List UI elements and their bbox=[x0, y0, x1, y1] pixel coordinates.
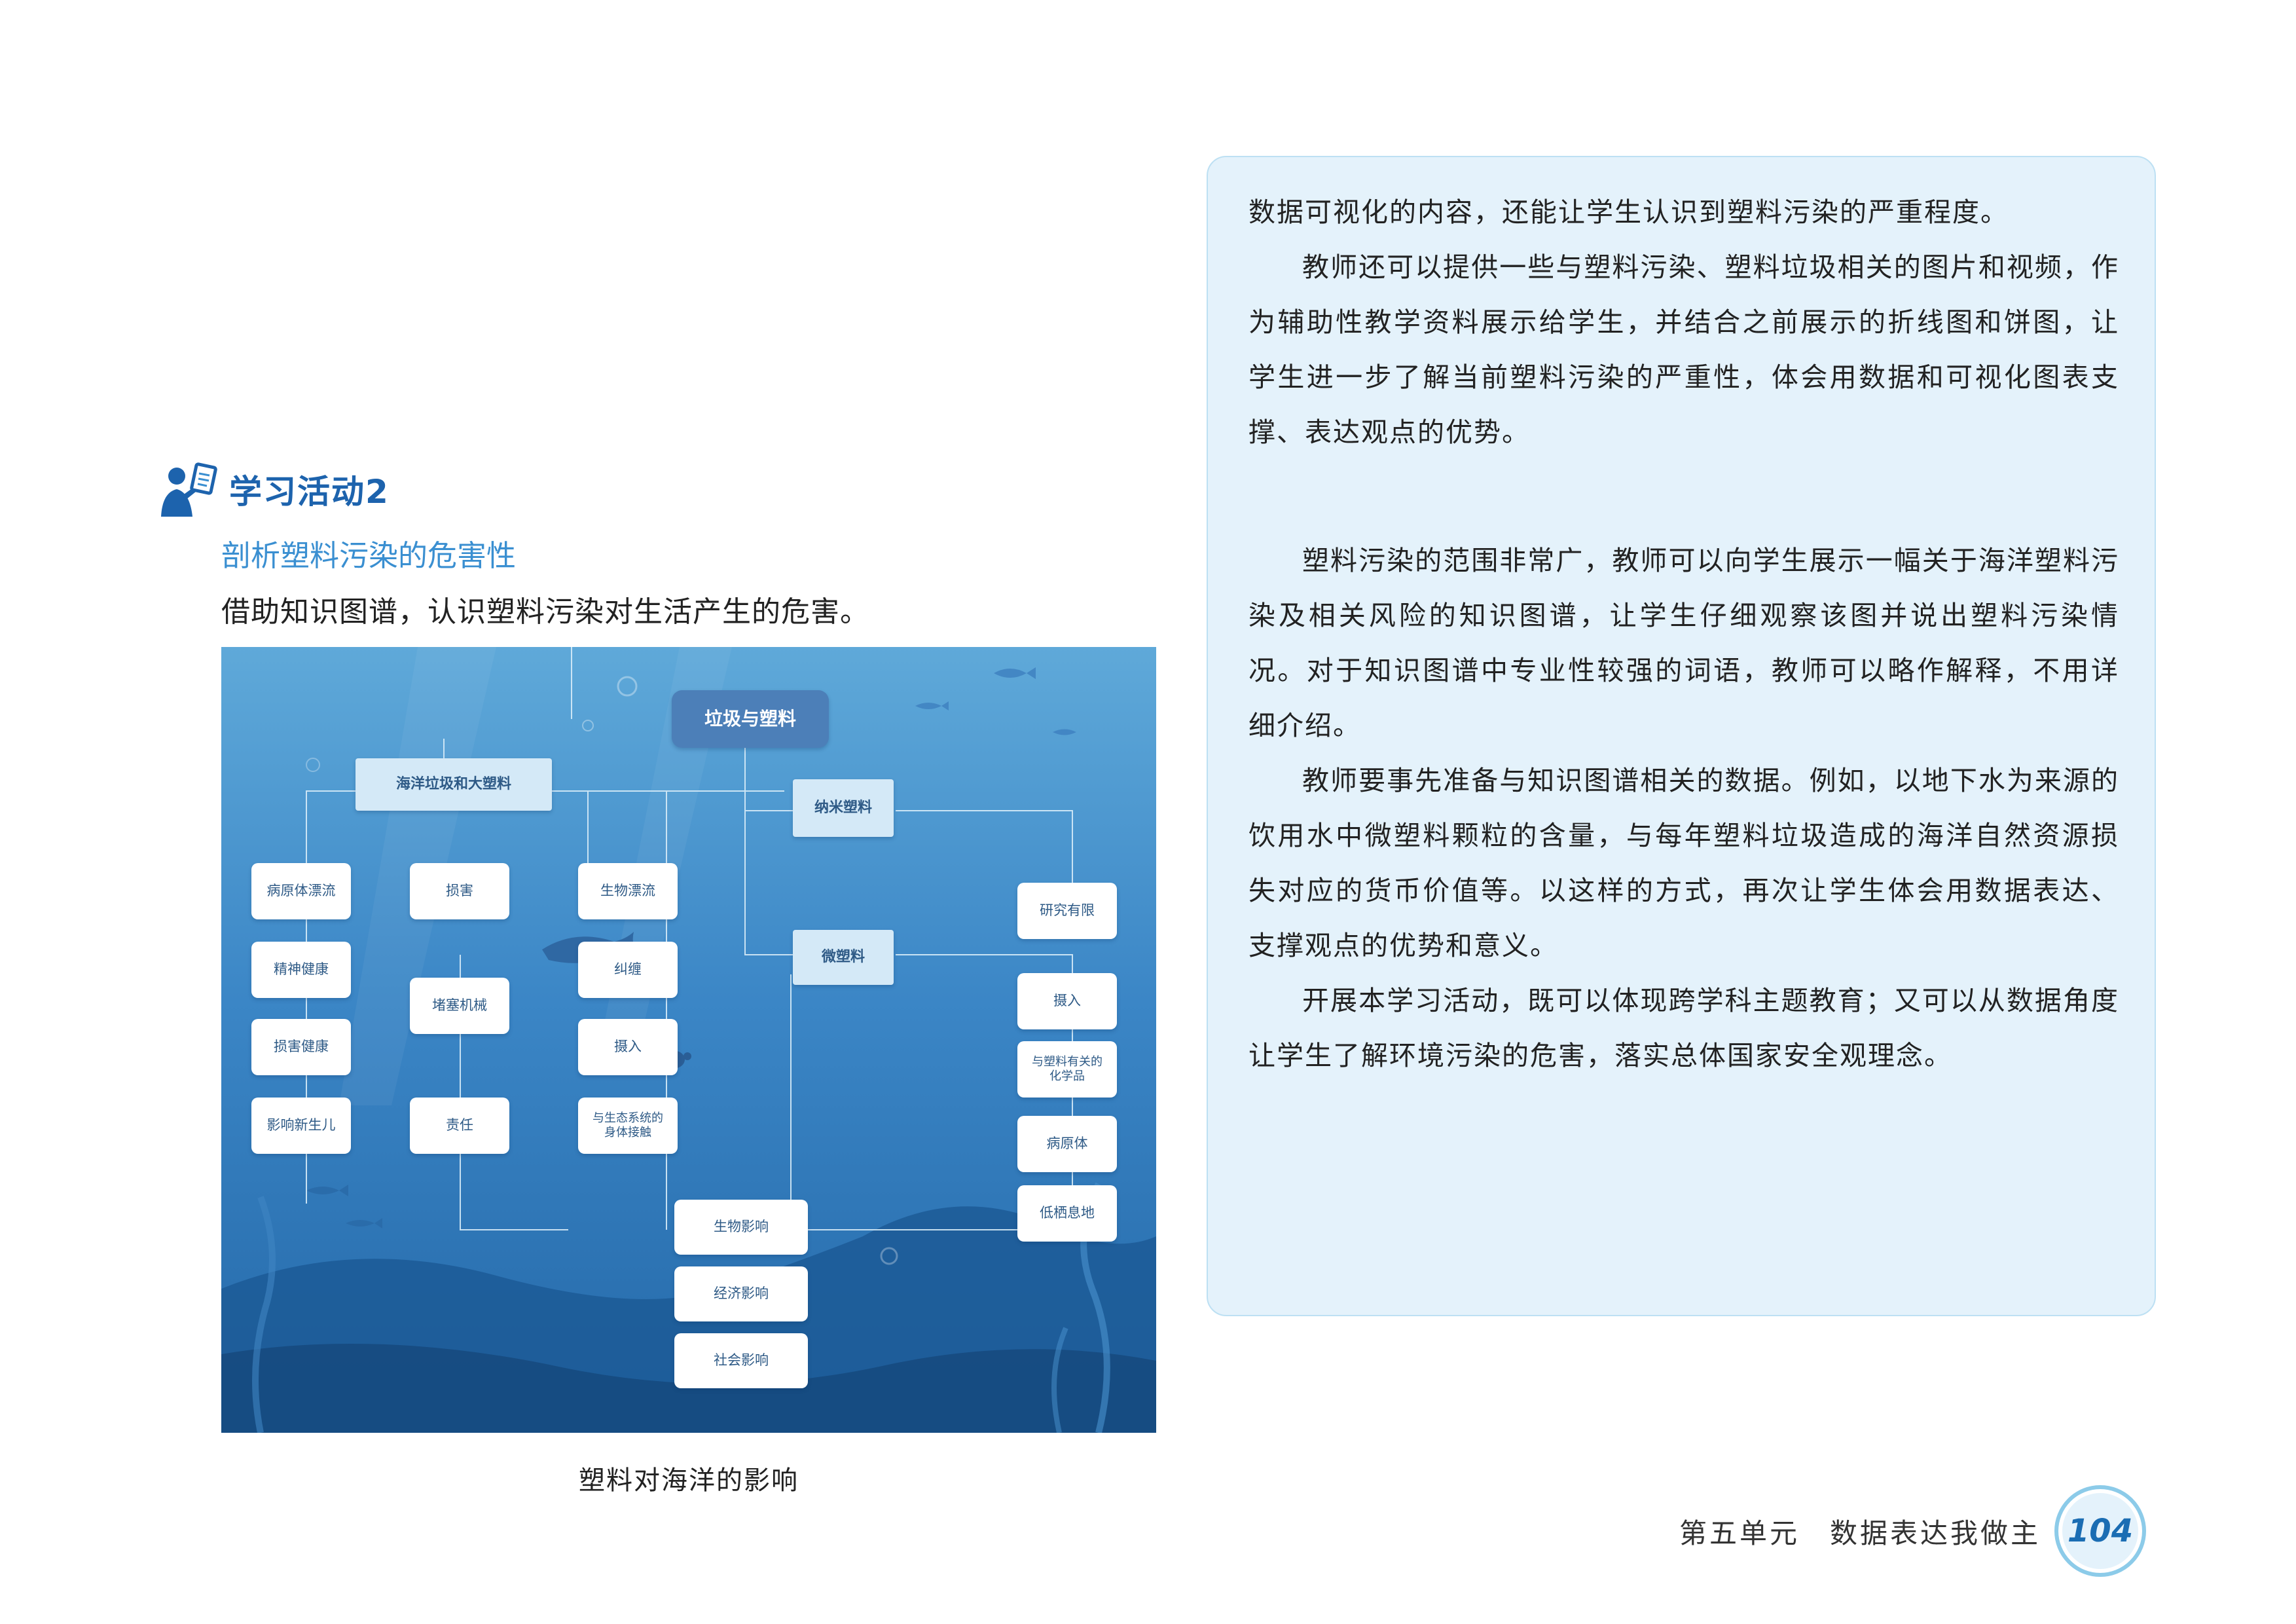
activity-header: 学习活动2 bbox=[156, 453, 390, 525]
figure-caption: 塑料对海洋的影响 bbox=[579, 1466, 799, 1496]
node-entanglement: 纠缠 bbox=[578, 942, 678, 998]
node-bio-impact: 生物影响 bbox=[674, 1200, 808, 1255]
paragraph-gap bbox=[1248, 460, 2119, 533]
activity-subtitle: 剖析塑料污染的危害性 bbox=[221, 538, 517, 573]
knowledge-map-figure: 垃圾与塑料 海洋垃圾和大塑料 纳米塑料 微塑料 病原体漂流 精神健康 损害健康 … bbox=[221, 647, 1156, 1433]
notes-paragraph-4: 教师要事先准备与知识图谱相关的数据。例如，以地下水为来源的饮用水中微塑料颗粒的含… bbox=[1248, 765, 2119, 961]
node-marine-debris: 海洋垃圾和大塑料 bbox=[355, 758, 552, 811]
node-damage-health: 损害健康 bbox=[251, 1019, 351, 1075]
activity-description: 借助知识图谱，认识塑料污染对生活产生的危害。 bbox=[221, 595, 869, 629]
node-economic-impact: 经济影响 bbox=[674, 1266, 808, 1321]
footer-unit-title: 第五单元 数据表达我做主 bbox=[1679, 1517, 2041, 1549]
page-number: 104 bbox=[2067, 1513, 2134, 1549]
node-microplastic: 微塑料 bbox=[793, 930, 894, 985]
node-pathogen-drift: 病原体漂流 bbox=[251, 863, 351, 919]
node-limited-research: 研究有限 bbox=[1017, 883, 1117, 939]
node-pathogens: 病原体 bbox=[1017, 1116, 1117, 1172]
node-ecosystem-contact: 与生态系统的身体接触 bbox=[578, 1098, 678, 1154]
notes-paragraph-1: 数据可视化的内容，还能让学生认识到塑料污染的严重程度。 bbox=[1248, 196, 2009, 228]
notes-paragraph-5: 开展本学习活动，既可以体现跨学科主题教育；又可以从数据角度让学生了解环境污染的危… bbox=[1248, 985, 2119, 1071]
node-social-impact: 社会影响 bbox=[674, 1333, 808, 1388]
node-clog-machinery: 堵塞机械 bbox=[410, 978, 509, 1034]
notes-text: 数据可视化的内容，还能让学生认识到塑料污染的严重程度。 教师还可以提供一些与塑料… bbox=[1248, 185, 2119, 1083]
teacher-notes-panel: 数据可视化的内容，还能让学生认识到塑料污染的严重程度。 教师还可以提供一些与塑料… bbox=[1207, 156, 2156, 1316]
student-reading-icon bbox=[161, 462, 217, 517]
node-plastic-chemicals: 与塑料有关的化学品 bbox=[1017, 1041, 1117, 1098]
activity-title: 学习活动2 bbox=[229, 473, 390, 511]
node-mental-health: 精神健康 bbox=[251, 942, 351, 998]
notes-paragraph-2: 教师还可以提供一些与塑料污染、塑料垃圾相关的图片和视频，作为辅助性教学资料展示给… bbox=[1248, 251, 2119, 448]
page-number-badge: 104 bbox=[2054, 1485, 2146, 1577]
node-low-habitat: 低栖息地 bbox=[1017, 1185, 1117, 1242]
node-nanoplastic: 纳米塑料 bbox=[793, 779, 894, 837]
node-ingestion-right: 摄入 bbox=[1017, 973, 1117, 1029]
notes-paragraph-3: 塑料污染的范围非常广，教师可以向学生展示一幅关于海洋塑料污染及相关风险的知识图谱… bbox=[1248, 545, 2119, 741]
node-garbage-plastic: 垃圾与塑料 bbox=[672, 690, 829, 748]
node-damage: 损害 bbox=[410, 863, 509, 919]
node-ingestion-left: 摄入 bbox=[578, 1019, 678, 1075]
node-bio-drift: 生物漂流 bbox=[578, 863, 678, 919]
node-affect-newborn: 影响新生儿 bbox=[251, 1098, 351, 1154]
node-responsibility: 责任 bbox=[410, 1098, 509, 1154]
